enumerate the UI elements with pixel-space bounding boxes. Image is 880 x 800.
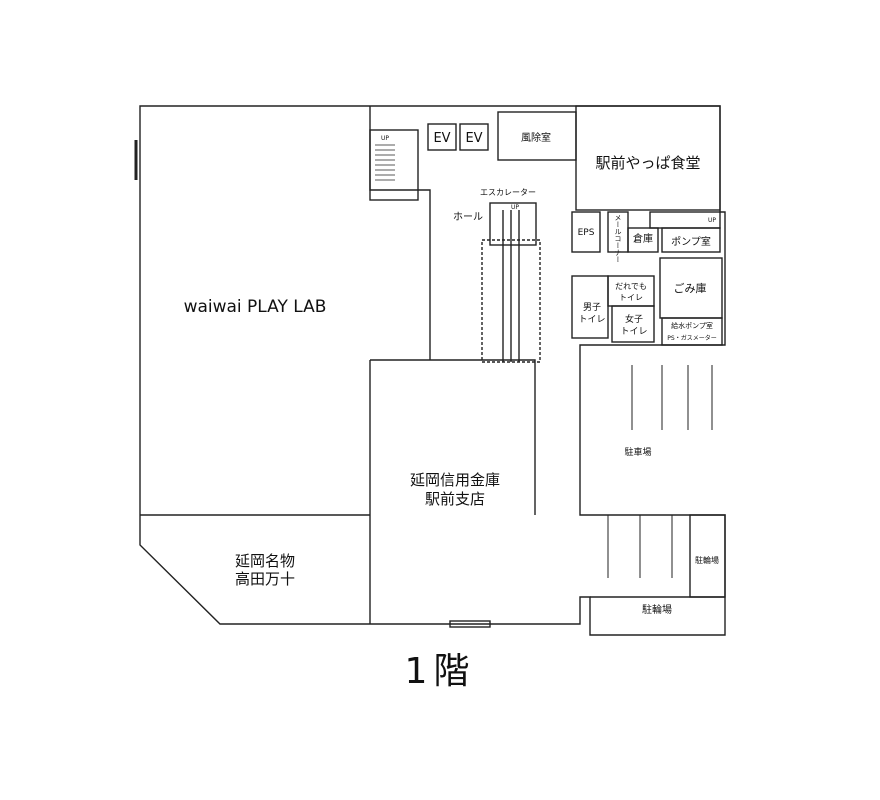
play-lab-wall: [369, 106, 431, 360]
bank-label-2: 駅前支店: [425, 490, 485, 508]
hall-label: ホール: [453, 211, 483, 223]
garbage-label: ごみ庫: [674, 281, 707, 295]
water-pump-room: [661, 317, 723, 346]
parking-lines: [607, 365, 713, 578]
right-stairwell: [649, 211, 721, 229]
toilet-all-label-2: トイレ: [619, 293, 643, 302]
up-escalator-label: UP: [511, 204, 519, 211]
bicycle-side-label: 駐輪場: [695, 555, 719, 565]
toilet-women: [611, 305, 655, 343]
windbreak-label: 風除室: [521, 131, 551, 144]
ev2-label: EV: [465, 131, 482, 146]
left-stairwell: [369, 129, 419, 201]
eps-label: EPS: [578, 228, 595, 238]
ev-shaft-1: [427, 123, 457, 151]
storage-room: [627, 227, 659, 253]
restaurant-label: 駅前やっぱ食堂: [595, 154, 700, 172]
eps-room: [571, 211, 601, 253]
water-pump-label-1: 給水ポンプ室: [671, 321, 713, 330]
escalator-label: エスカレーター: [480, 188, 536, 197]
floor-plan: waiwai PLAY LAB 延岡名物 高田万十 延岡信用金庫 駅前支店 駅前…: [134, 105, 726, 636]
bottom-entrance: [449, 620, 491, 628]
up-stairs-left-label: UP: [381, 135, 389, 142]
toilet-men-label-1: 男子: [583, 302, 601, 313]
meter-corner-label: メールコーナー: [614, 214, 622, 263]
up-stairs-right-label: UP: [708, 217, 716, 224]
bicycle-bottom-label: 駐輪場: [642, 603, 672, 616]
restaurant-room: [575, 105, 721, 211]
escalator-box: [489, 202, 537, 246]
outer-wall: [139, 105, 726, 636]
parking-label: 駐車場: [624, 446, 651, 458]
pump-room-label: ポンプ室: [671, 235, 711, 248]
water-pump-label-2: PS・ガスメーター: [667, 334, 716, 342]
left-stair-treads: [375, 144, 395, 181]
meibutsu-label-1: 延岡名物: [235, 552, 295, 570]
ev-shaft-2: [459, 123, 489, 151]
meibutsu-label-2: 高田万十: [235, 570, 295, 588]
toilet-men: [571, 275, 609, 339]
storage-label: 倉庫: [633, 232, 653, 245]
toilet-women-label-1: 女子: [625, 313, 643, 325]
floor-title: 1階: [404, 651, 476, 692]
ev1-label: EV: [433, 131, 450, 146]
toilet-all-label-1: だれでも: [615, 282, 647, 291]
bank-label-1: 延岡信用金庫: [410, 471, 500, 489]
play-lab-label: waiwai PLAY LAB: [184, 297, 327, 317]
toilet-women-label-2: トイレ: [620, 327, 647, 337]
bank-right-wall: [478, 359, 536, 515]
toilet-men-label-2: トイレ: [578, 315, 605, 325]
